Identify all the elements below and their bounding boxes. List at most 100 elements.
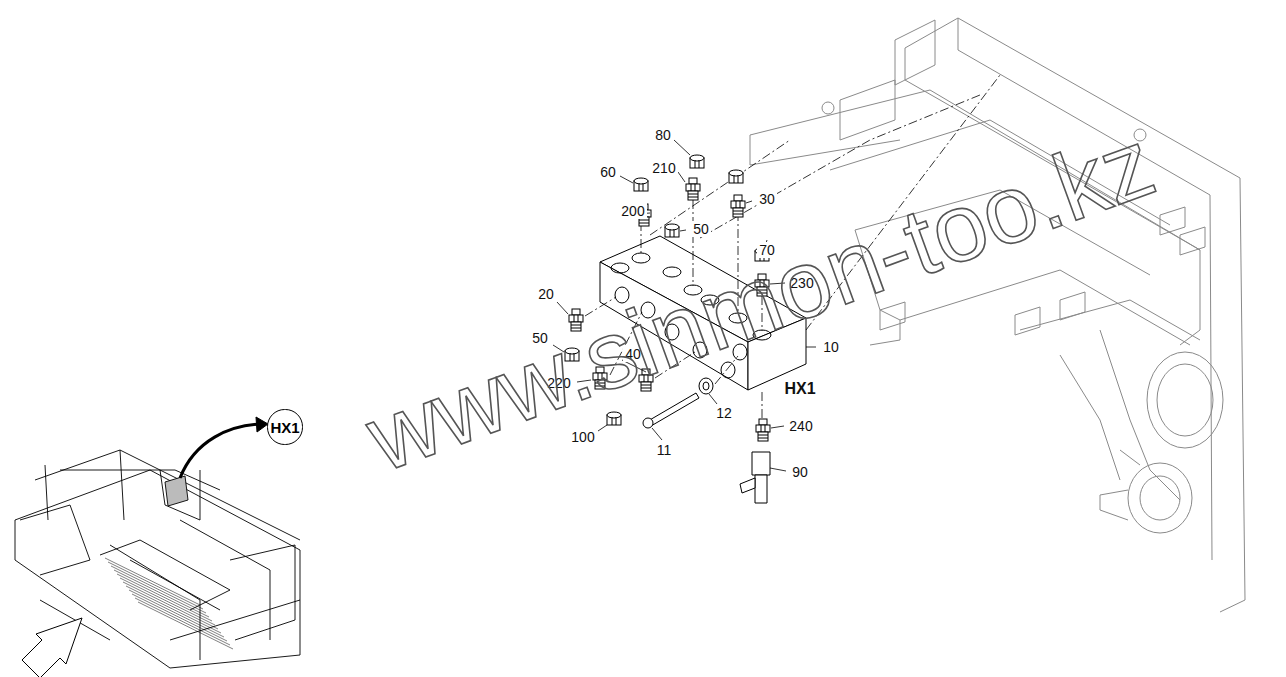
- callout-number: 10: [821, 339, 841, 355]
- plug-cap: [634, 178, 648, 191]
- port-hole: [632, 253, 650, 263]
- callout-number: 200: [619, 203, 646, 219]
- callout-number: 20: [536, 286, 556, 302]
- machine-line: [120, 578, 215, 625]
- machine-line: [114, 570, 209, 617]
- line: [674, 229, 675, 237]
- view-arrow: [22, 618, 82, 677]
- line: [752, 452, 770, 475]
- line: [639, 183, 640, 191]
- plug-cap: [607, 412, 621, 425]
- line: [736, 201, 737, 208]
- line: [695, 160, 696, 168]
- port-hole: [663, 267, 681, 277]
- callout-number: 11: [655, 442, 674, 458]
- machine-line: [138, 602, 233, 649]
- leader-line: [620, 176, 633, 183]
- callout-number: 100: [569, 429, 596, 445]
- line: [758, 438, 768, 439]
- callout-number: 240: [787, 418, 814, 434]
- machine-line: [108, 562, 203, 609]
- machine-line: [135, 598, 230, 645]
- line: [639, 223, 649, 224]
- tee-fitting: [740, 452, 770, 503]
- leader-line: [680, 230, 686, 231]
- leader-line: [746, 201, 752, 203]
- chassis-line: [1120, 450, 1140, 465]
- chassis-line: [958, 18, 1212, 560]
- line: [643, 183, 644, 191]
- machine-line: [117, 574, 212, 621]
- line: [695, 184, 696, 191]
- leader-line: [652, 428, 662, 440]
- chassis-hole: [822, 102, 834, 114]
- callout-number: 60: [598, 164, 618, 180]
- chassis-line: [1060, 355, 1120, 480]
- chassis-line: [1060, 292, 1085, 320]
- chassis-opening: [1157, 364, 1213, 436]
- callout-number: 30: [757, 191, 777, 207]
- line: [755, 475, 767, 503]
- chassis-line: [895, 20, 935, 85]
- line: [733, 211, 743, 212]
- machine-line: [165, 476, 188, 506]
- machine-line: [123, 582, 218, 629]
- chassis-line: [905, 18, 1245, 612]
- leader-line: [709, 394, 717, 404]
- leader-line: [678, 172, 685, 182]
- machine-line: [126, 586, 221, 633]
- chassis-bearing: [1128, 463, 1192, 533]
- detail-arrow: [180, 424, 262, 478]
- callout-number: 50: [691, 221, 711, 237]
- callout-number: 210: [650, 160, 677, 176]
- chassis-line: [1180, 227, 1205, 255]
- detail-label: HX1: [270, 420, 299, 435]
- line: [688, 194, 698, 195]
- detail-circle: HX1: [267, 409, 302, 444]
- line: [733, 214, 743, 215]
- machine-line: [105, 558, 200, 605]
- hose-fitting: [756, 419, 770, 441]
- machine-line: [20, 505, 90, 575]
- hose-fitting: [731, 195, 745, 217]
- line: [639, 220, 649, 221]
- line: [670, 229, 671, 237]
- line: [761, 425, 762, 432]
- leader-line: [806, 347, 816, 348]
- center-line: [762, 392, 763, 420]
- center-line: [641, 222, 642, 254]
- callout-number: 80: [653, 127, 673, 143]
- line: [740, 478, 755, 493]
- line: [691, 184, 692, 191]
- leader-line: [674, 140, 690, 155]
- plug-cap: [729, 170, 743, 183]
- machine-line: [120, 450, 124, 520]
- chassis-line: [1100, 330, 1180, 500]
- watermark: www.sinmon-too.kz: [355, 113, 1165, 486]
- plug-cap: [690, 155, 704, 168]
- chassis-line: [840, 80, 895, 140]
- line: [740, 201, 741, 208]
- center-line: [650, 140, 790, 235]
- chassis-opening: [1147, 352, 1223, 448]
- machine-line: [60, 470, 220, 490]
- chassis-bearing: [1140, 476, 1180, 520]
- line: [765, 425, 766, 432]
- plug-cap: [665, 224, 679, 237]
- washer: [699, 378, 713, 394]
- chassis-line: [1020, 300, 1200, 340]
- machine-line: [230, 545, 295, 640]
- line: [734, 175, 735, 183]
- machine-line: [111, 566, 206, 613]
- arrowhead: [256, 417, 268, 432]
- line: [616, 417, 617, 425]
- line: [688, 197, 698, 198]
- line: [758, 435, 768, 436]
- machine-line: [110, 545, 200, 660]
- machine-line: [129, 590, 224, 637]
- port-hole: [611, 263, 629, 273]
- machine-line: [170, 600, 300, 640]
- bolt-head: [643, 418, 653, 428]
- leader-line: [598, 425, 607, 431]
- leader-line: [771, 426, 784, 428]
